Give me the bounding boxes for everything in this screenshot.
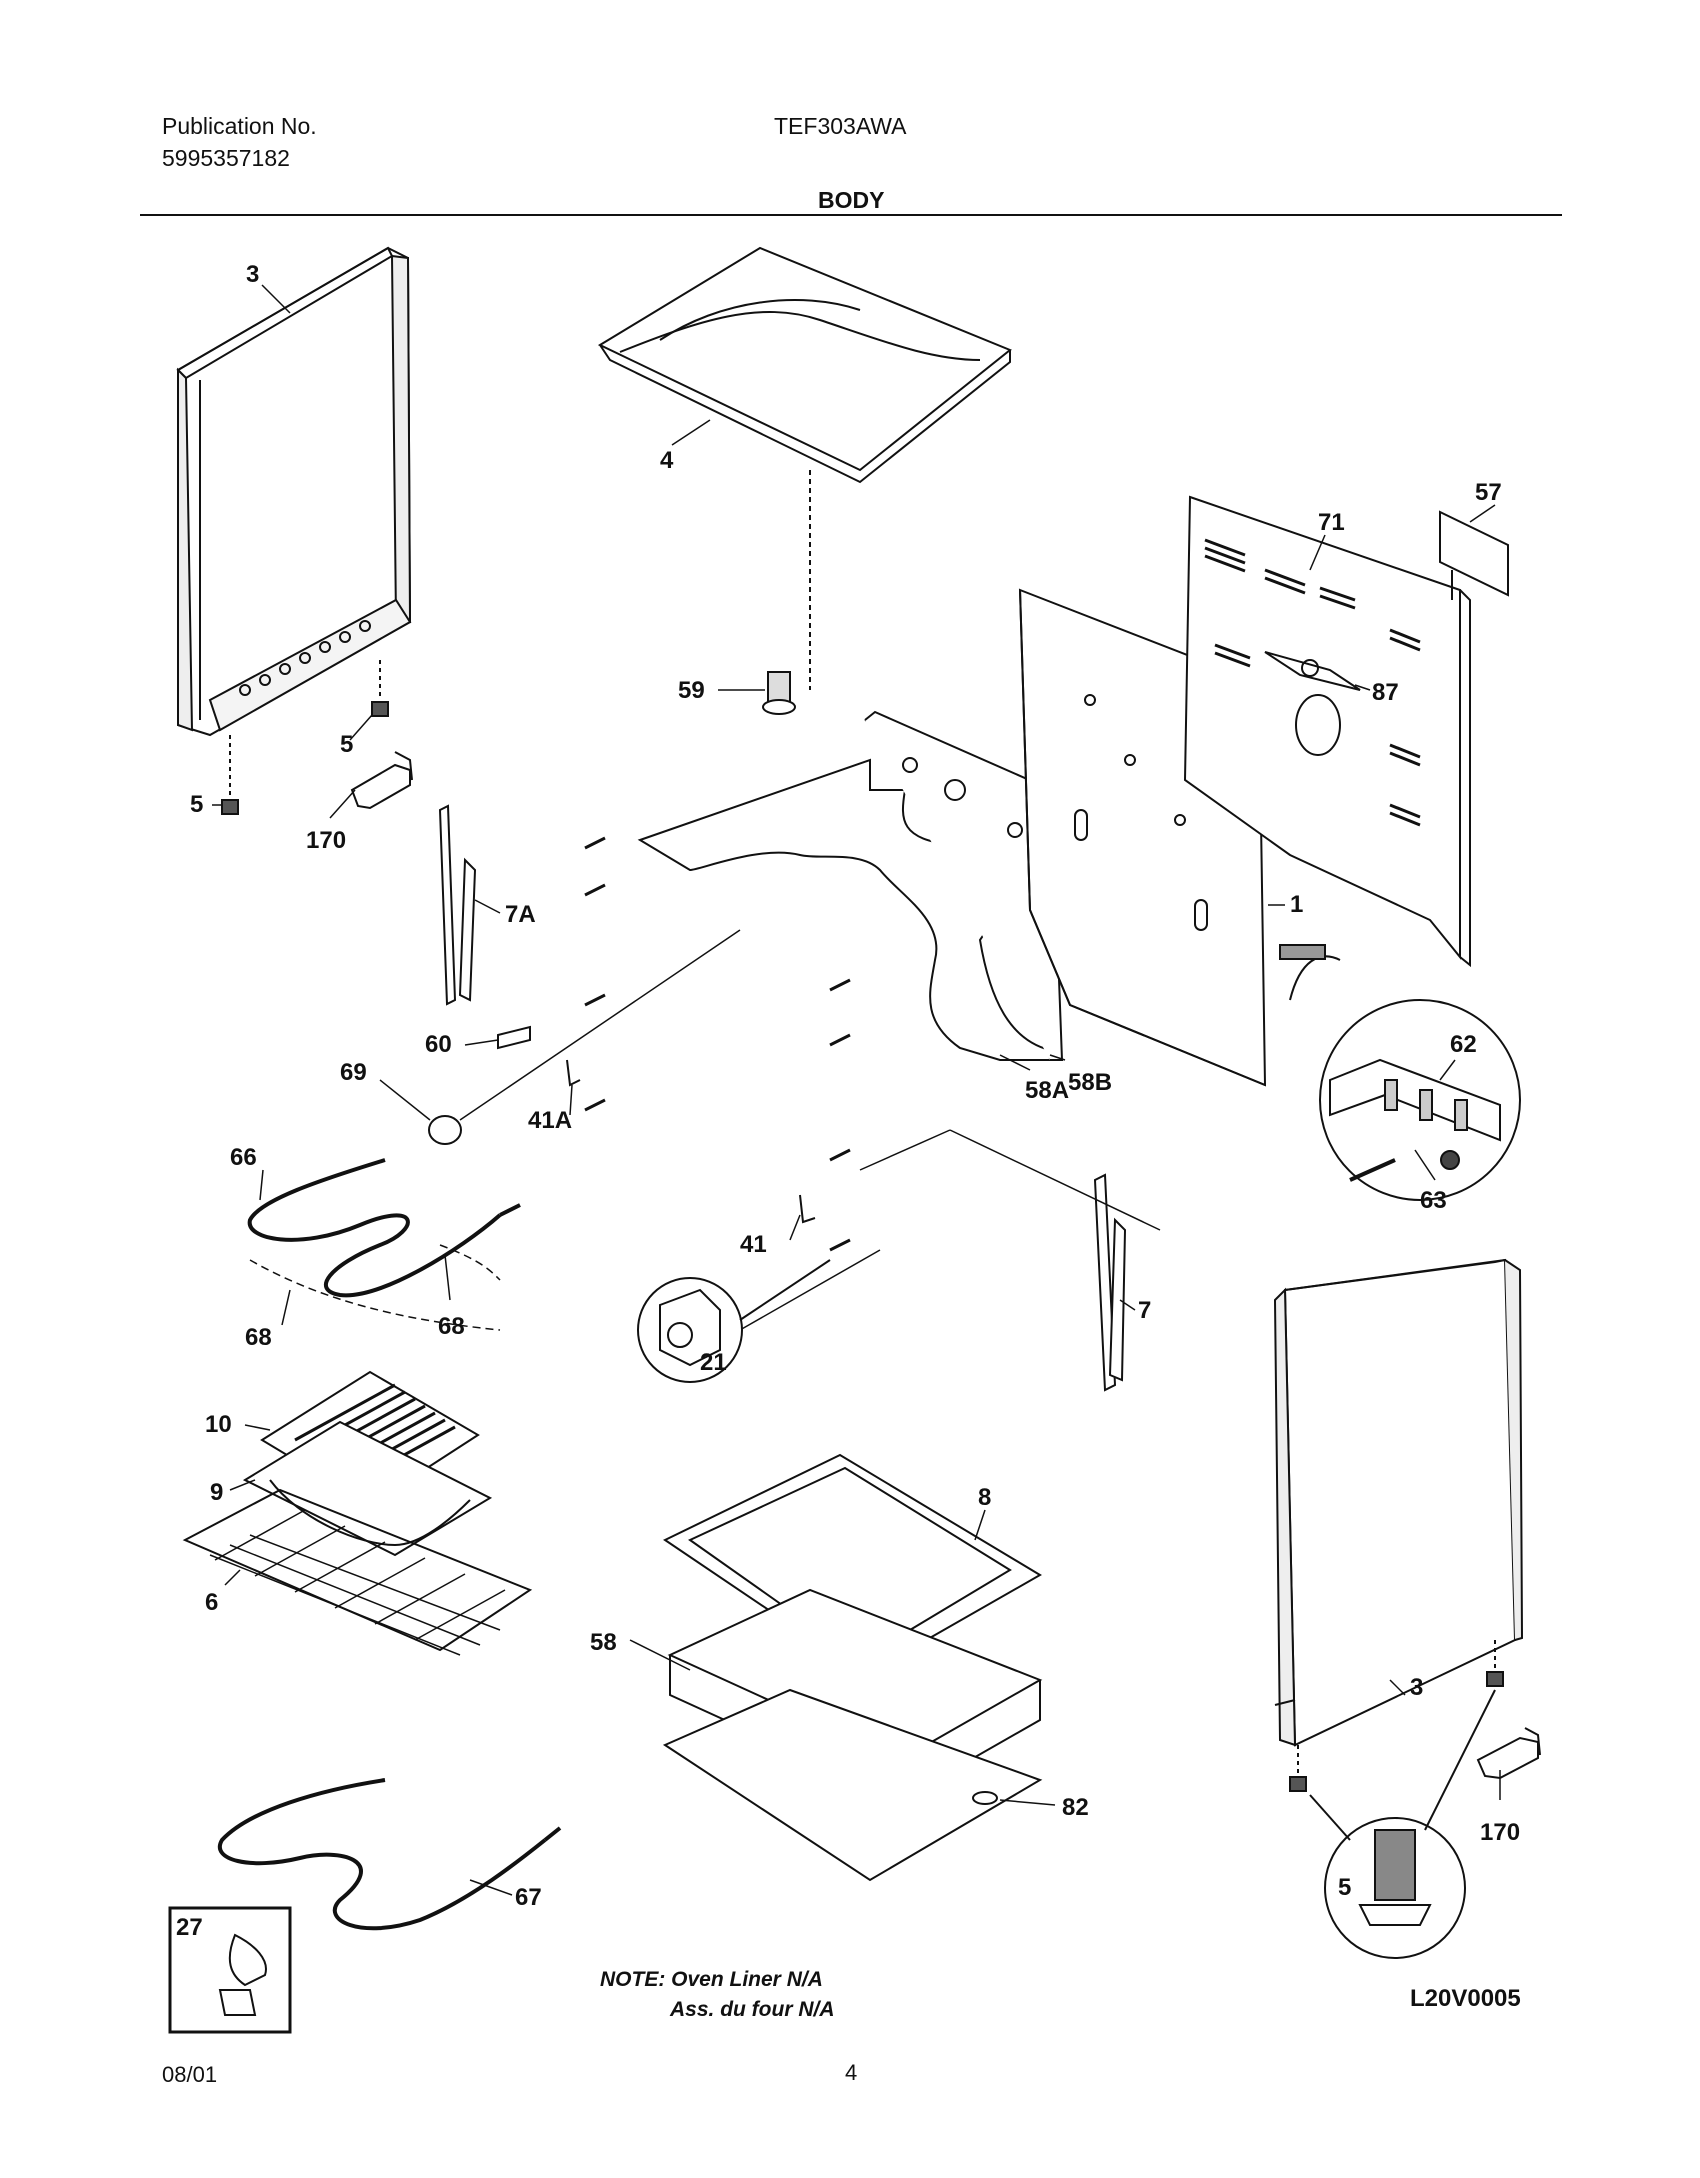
callout-7: 7 [1138, 1297, 1151, 1324]
rack-support-left [438, 804, 477, 1006]
light-lens [428, 1115, 462, 1145]
callout-68-left: 68 [245, 1324, 272, 1351]
broil-pan [242, 1420, 493, 1557]
top-frame [597, 246, 1012, 690]
callout-10: 10 [205, 1411, 232, 1438]
header-divider [140, 214, 1562, 216]
callout-5-lower: 5 [190, 791, 203, 818]
leveling-leg-left [221, 660, 389, 815]
anti-tip-bracket-right [1476, 1727, 1541, 1780]
model-number: TEF303AWA [774, 113, 907, 139]
callout-21: 21 [700, 1349, 727, 1376]
callout-5-upper: 5 [340, 731, 353, 758]
insulation-blanket [637, 710, 1064, 1061]
callout-58: 58 [590, 1629, 617, 1656]
callout-62: 62 [1450, 1031, 1477, 1058]
light-socket-detail [637, 1259, 831, 1383]
callout-6: 6 [205, 1589, 218, 1616]
callout-63: 63 [1420, 1187, 1447, 1214]
diagram-reference: L20V0005 [1410, 1985, 1521, 2012]
callout-41: 41 [740, 1231, 767, 1258]
callout-67: 67 [515, 1884, 542, 1911]
callout-60: 60 [425, 1031, 452, 1058]
callout-9: 9 [210, 1479, 223, 1506]
callout-5-detail: 5 [1338, 1874, 1351, 1901]
publication-label: Publication No. [162, 113, 317, 139]
callout-7a: 7A [505, 901, 536, 928]
heat-shield-clip [497, 1025, 531, 1050]
wire-cover-plate [1264, 651, 1361, 691]
wiring-lines [459, 929, 1161, 1331]
callout-8: 8 [978, 1484, 991, 1511]
inset-bracket-box [168, 1906, 292, 2034]
oven-rack [182, 1488, 533, 1656]
page-number: 4 [845, 2060, 858, 2085]
broil-element [247, 1158, 521, 1298]
clip-41a [566, 1059, 581, 1087]
callout-58a: 58A [1025, 1077, 1069, 1104]
bottom-cover [662, 1688, 1043, 1882]
callout-59: 59 [678, 677, 705, 704]
screws [584, 836, 851, 1252]
callout-4: 4 [660, 447, 674, 474]
footer-date: 08/01 [162, 2062, 218, 2087]
note-line-1: NOTE: Oven Liner N/A [600, 1968, 823, 1991]
back-panel [1183, 495, 1471, 968]
callout-3-right: 3 [1410, 1674, 1423, 1701]
publication-number: 5995357182 [162, 145, 290, 171]
anti-tip-bracket-left [350, 751, 413, 810]
section-title: BODY [818, 187, 885, 213]
callout-170-left: 170 [306, 827, 346, 854]
note-line-2: Ass. du four N/A [670, 1998, 835, 2021]
hole-plug [762, 671, 796, 715]
wire-harness-68 [249, 1244, 501, 1331]
callout-69: 69 [340, 1059, 367, 1086]
callout-labels: 3 4 59 5 5 170 7A 60 69 41A 66 68 68 58A… [176, 261, 1520, 1941]
leveling-leg-right [1289, 1640, 1504, 1792]
callout-57: 57 [1475, 479, 1502, 506]
callout-68-right: 68 [438, 1313, 465, 1340]
right-side-panel [1273, 1258, 1524, 1747]
serial-plate [1439, 510, 1509, 600]
callout-58b: 58B [1068, 1069, 1112, 1096]
callout-66: 66 [230, 1144, 257, 1171]
terminal-block-detail [1279, 944, 1521, 1201]
callout-87: 87 [1372, 679, 1399, 706]
leader-lines [212, 284, 1501, 1896]
callout-170-right: 170 [1480, 1819, 1520, 1846]
callout-3-left: 3 [246, 261, 259, 288]
clip-41 [799, 1194, 816, 1224]
callout-71: 71 [1318, 509, 1345, 536]
bake-element [217, 1778, 562, 1931]
leveling-leg-detail [1309, 1689, 1496, 1959]
left-side-panel [176, 246, 412, 737]
callout-82: 82 [1062, 1794, 1089, 1821]
callout-41a: 41A [528, 1107, 572, 1134]
callout-27: 27 [176, 1914, 203, 1941]
callout-1: 1 [1290, 891, 1303, 918]
rack-support-right [1093, 1173, 1127, 1392]
